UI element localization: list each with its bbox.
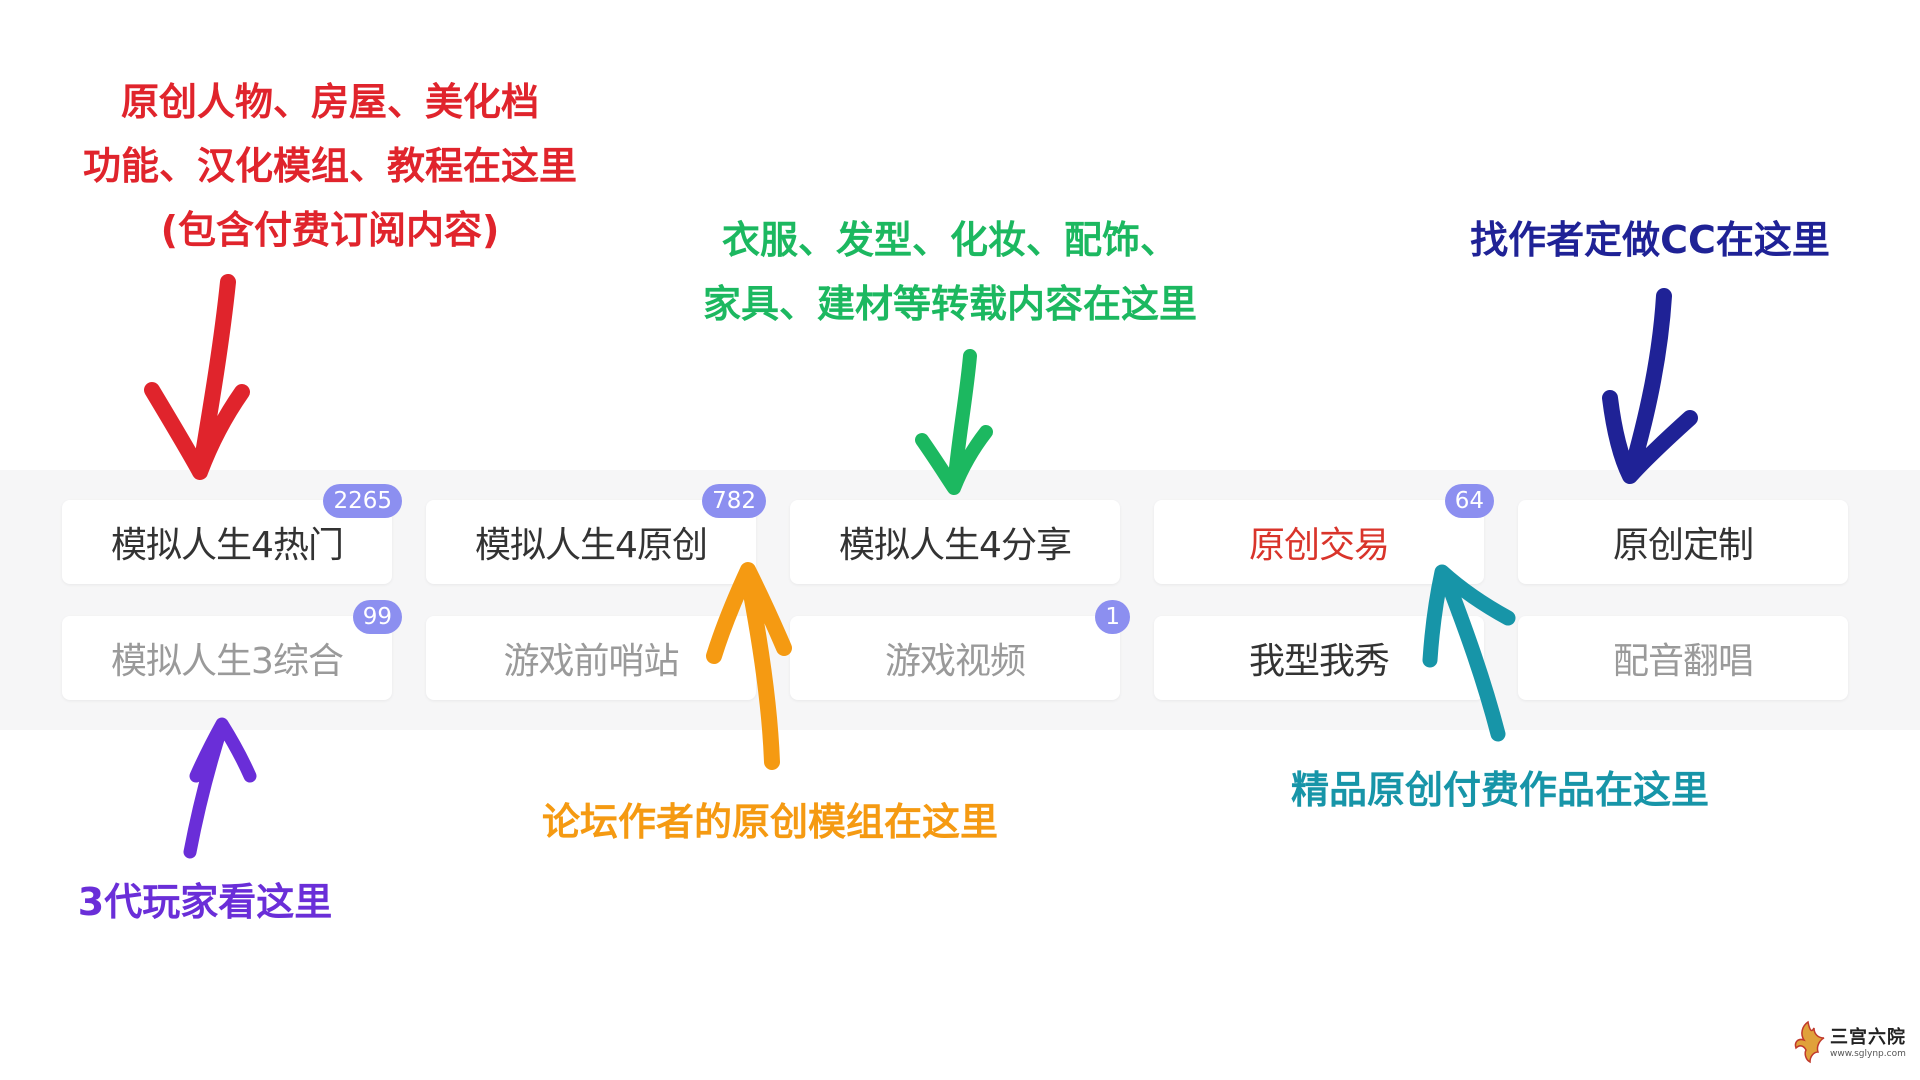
tile-original-custom[interactable]: 原创定制 [1518, 500, 1848, 584]
tile-label: 模拟人生4原创 [475, 525, 708, 566]
tile-game-outpost[interactable]: 游戏前哨站 [426, 616, 756, 700]
annotation-teal: 精品原创付费作品在这里 [1200, 758, 1800, 822]
tile-sims4-share[interactable]: 模拟人生4分享 [790, 500, 1120, 584]
count-badge: 2265 [323, 484, 402, 518]
tile-label: 模拟人生4分享 [839, 525, 1072, 566]
watermark-name: 三宫六院 [1830, 1027, 1906, 1048]
tile-label: 我型我秀 [1248, 641, 1390, 682]
purple-arrow-icon [183, 717, 257, 859]
annotation-orange: 论坛作者的原创模组在这里 [470, 790, 1070, 854]
tile-label: 游戏视频 [884, 641, 1026, 682]
annotation-red-line-3: (包含付费订阅内容) [160, 208, 500, 252]
red-arrow-icon [144, 274, 250, 480]
annotation-red: 原创人物、房屋、美化档 功能、汉化模组、教程在这里 (包含付费订阅内容) [30, 70, 630, 262]
tile-sims3-general[interactable]: 模拟人生3综合 99 [62, 600, 402, 700]
annotation-green-line-1: 衣服、发型、化妆、配饰、 [721, 218, 1178, 262]
annotation-orange-line: 论坛作者的原创模组在这里 [541, 800, 998, 844]
tile-label: 原创定制 [1612, 525, 1754, 566]
navy-arrow-icon [1602, 288, 1698, 484]
annotation-purple-line: 3代玩家看这里 [77, 880, 333, 924]
count-badge: 1 [1095, 600, 1130, 634]
phoenix-logo-icon [1794, 1020, 1825, 1064]
tile-my-style-show[interactable]: 我型我秀 [1154, 616, 1484, 700]
tile-label: 配音翻唱 [1612, 641, 1754, 682]
forum-board-grid: 模拟人生4热门 2265 模拟人生4原创 782 模拟人生4分享 原创交易 64… [62, 484, 1920, 700]
watermark-url: www.sglynp.com [1830, 1049, 1906, 1059]
annotation-red-line-2: 功能、汉化模组、教程在这里 [82, 144, 577, 188]
tile-label: 原创交易 [1248, 525, 1390, 566]
tile-sims4-original[interactable]: 模拟人生4原创 782 [426, 484, 766, 584]
annotation-green-line-2: 家具、建材等转载内容在这里 [702, 282, 1197, 326]
green-arrow-icon [915, 349, 993, 495]
annotation-red-line-1: 原创人物、房屋、美化档 [120, 80, 539, 124]
count-badge: 782 [702, 484, 766, 518]
tile-dubbing-cover[interactable]: 配音翻唱 [1518, 616, 1848, 700]
annotation-green: 衣服、发型、化妆、配饰、 家具、建材等转载内容在这里 [640, 208, 1260, 336]
annotation-teal-line: 精品原创付费作品在这里 [1290, 768, 1709, 812]
watermark: 三宫六院 www.sglynp.com [1788, 1012, 1906, 1070]
tile-original-trade[interactable]: 原创交易 64 [1154, 484, 1494, 584]
count-badge: 99 [352, 600, 402, 634]
annotation-navy-line: 找作者定做CC在这里 [1470, 218, 1830, 262]
tile-sims4-hot[interactable]: 模拟人生4热门 2265 [62, 484, 402, 584]
count-badge: 64 [1444, 484, 1494, 518]
tile-label: 游戏前哨站 [503, 641, 679, 682]
tile-label: 模拟人生3综合 [111, 641, 344, 682]
tile-game-video[interactable]: 游戏视频 1 [790, 600, 1130, 700]
tile-label: 模拟人生4热门 [111, 525, 344, 566]
annotation-navy: 找作者定做CC在这里 [1420, 208, 1880, 272]
annotation-purple: 3代玩家看这里 [30, 870, 380, 934]
